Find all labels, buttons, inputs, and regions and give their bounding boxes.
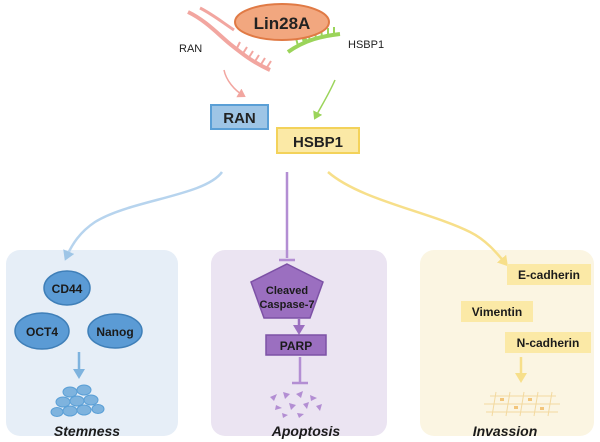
ran-protein-box <box>210 104 269 130</box>
hsbp1-mrna-label: HSBP1 <box>348 39 384 51</box>
hsbp1-translation-arrow <box>313 79 336 120</box>
hsbp1-inhibits-caspase <box>279 172 295 262</box>
apoptotic-fragments-icon <box>270 391 322 418</box>
cd44-node <box>43 270 91 306</box>
e-cadherin-box <box>507 264 591 285</box>
n-cadherin-label: N-cadherin <box>517 336 580 350</box>
parp-node <box>265 334 327 356</box>
lin28a-label: Lin28A <box>254 14 311 33</box>
cd44-label: CD44 <box>52 282 83 296</box>
nanog-label: Nanog <box>96 325 133 339</box>
invasion-cells-icon <box>500 398 544 410</box>
caspase-label-line2: Caspase-7 <box>259 299 314 311</box>
stem-cell-cluster-icon <box>50 384 105 417</box>
parp-label: PARP <box>280 339 312 353</box>
vimentin-label: Vimentin <box>472 305 522 319</box>
ran-to-stemness-arrow <box>63 171 224 261</box>
oct4-node <box>14 312 70 350</box>
ran-protein-label: RAN <box>223 110 256 127</box>
hsbp1-protein-label: HSBP1 <box>293 134 343 151</box>
cleaved-caspase7-node <box>250 263 324 319</box>
hsbp1-protein-box <box>276 127 360 154</box>
oct4-label: OCT4 <box>26 325 58 339</box>
invasion-caption: Invassion <box>473 423 538 439</box>
lin28a-node <box>234 3 330 41</box>
stemness-caption: Stemness <box>54 423 120 439</box>
ran-translation-arrow <box>223 69 246 98</box>
nanog-node <box>87 313 143 349</box>
apoptosis-caption: Apoptosis <box>271 423 341 439</box>
ran-mrna-label: RAN <box>179 43 202 55</box>
invasion-grid-icon <box>484 391 560 417</box>
caspase-label-line1: Cleaved <box>266 285 308 297</box>
vimentin-box <box>461 301 533 322</box>
ran-mrna-strand <box>187 6 272 72</box>
e-cadherin-label: E-cadherin <box>518 268 580 282</box>
n-cadherin-box <box>505 332 591 353</box>
parp-inhibits-apoptosis <box>292 357 308 385</box>
hsbp1-to-invasion-arrow <box>327 171 508 267</box>
